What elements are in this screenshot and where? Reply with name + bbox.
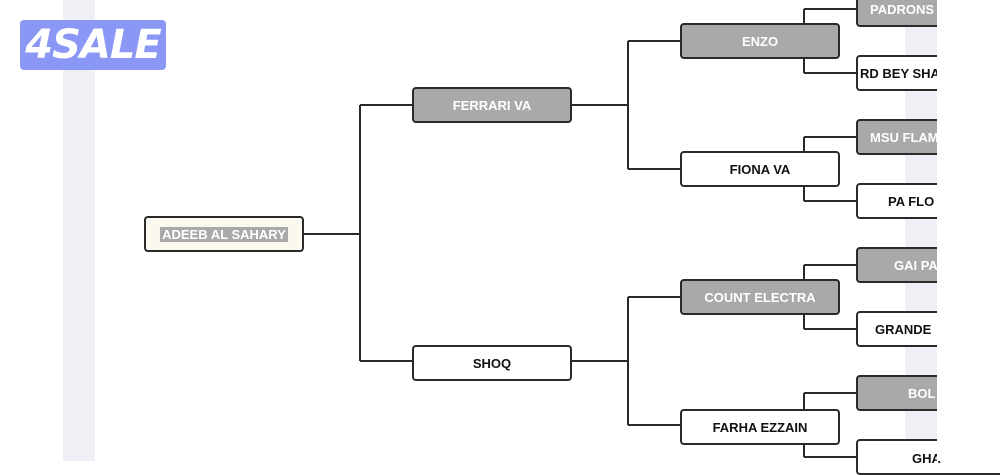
node-dam-sire[interactable]: COUNT ELECTRA [680,279,840,315]
node-root[interactable]: ADEEB AL SAHARY [144,216,304,252]
node-sire-sire-label: ENZO [741,33,779,49]
node-gen3-6-label: GRANDE [875,321,932,337]
node-gen3-7-label: BOL [908,385,936,401]
logo-text: 4SALE [25,22,161,68]
node-gen3-5-label: GAI PA [894,257,938,273]
node-gen3-1-label: PADRONS [870,1,935,17]
node-sire-dam-label: FIONA VA [729,161,791,177]
node-dam-sire-label: COUNT ELECTRA [704,289,816,305]
background-band-left [63,0,95,461]
right-edge-mask [937,0,1000,461]
node-sire[interactable]: FERRARI VA [412,87,572,123]
node-gen3-2-label: RD BEY SHA [860,65,940,81]
node-dam-dam[interactable]: FARHA EZZAIN [680,409,840,445]
brand-logo: 4SALE [20,20,166,70]
node-sire-sire[interactable]: ENZO [680,23,840,59]
node-dam-dam-label: FARHA EZZAIN [712,419,808,435]
node-dam[interactable]: SHOQ [412,345,572,381]
node-dam-label: SHOQ [472,355,512,371]
node-sire-label: FERRARI VA [452,97,532,113]
node-gen3-4-label: PA FLO [888,193,935,209]
node-gen3-3-label: MSU FLAM [870,129,939,145]
node-sire-dam[interactable]: FIONA VA [680,151,840,187]
node-root-label: ADEEB AL SAHARY [160,226,288,242]
